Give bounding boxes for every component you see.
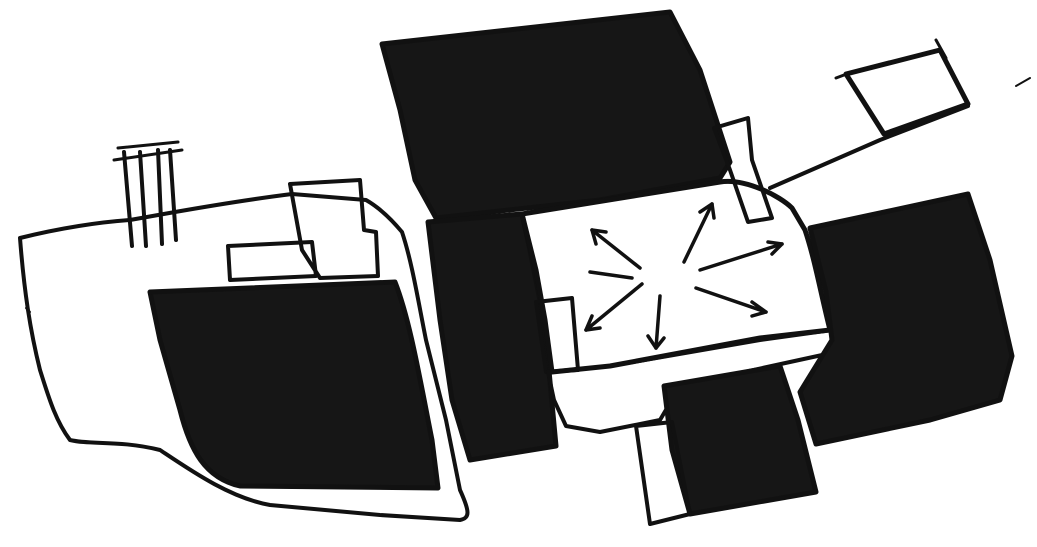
left-site-outline (18, 192, 470, 522)
arrow-down-icon (646, 294, 666, 350)
arrow-up-left-icon (590, 228, 642, 270)
arrow-down-left-icon (584, 282, 644, 332)
massing-block-top-center (379, 9, 733, 221)
courtyard-arrows (584, 202, 784, 350)
stray-mark-top-right (1015, 77, 1031, 87)
arrow-down-right-icon (694, 286, 768, 318)
courtyard-tower (712, 116, 774, 224)
left-small-box (226, 240, 318, 282)
massing-block-right (797, 191, 1015, 447)
massing-block-left (147, 279, 441, 491)
left-stippled-block (288, 178, 380, 280)
box-tick-marks (834, 38, 948, 80)
small-outline-box-top-right (843, 47, 971, 137)
arrow-right-icon (698, 240, 784, 272)
connector-line (768, 104, 970, 190)
arrow-left-icon (588, 270, 634, 280)
bottom-entry-outline (634, 420, 692, 526)
central-courtyard (519, 178, 833, 375)
arrow-up-right-icon (682, 202, 716, 264)
massing-block-bottom (661, 363, 819, 517)
stray-mark-left (25, 307, 31, 313)
left-column-element (112, 140, 184, 248)
